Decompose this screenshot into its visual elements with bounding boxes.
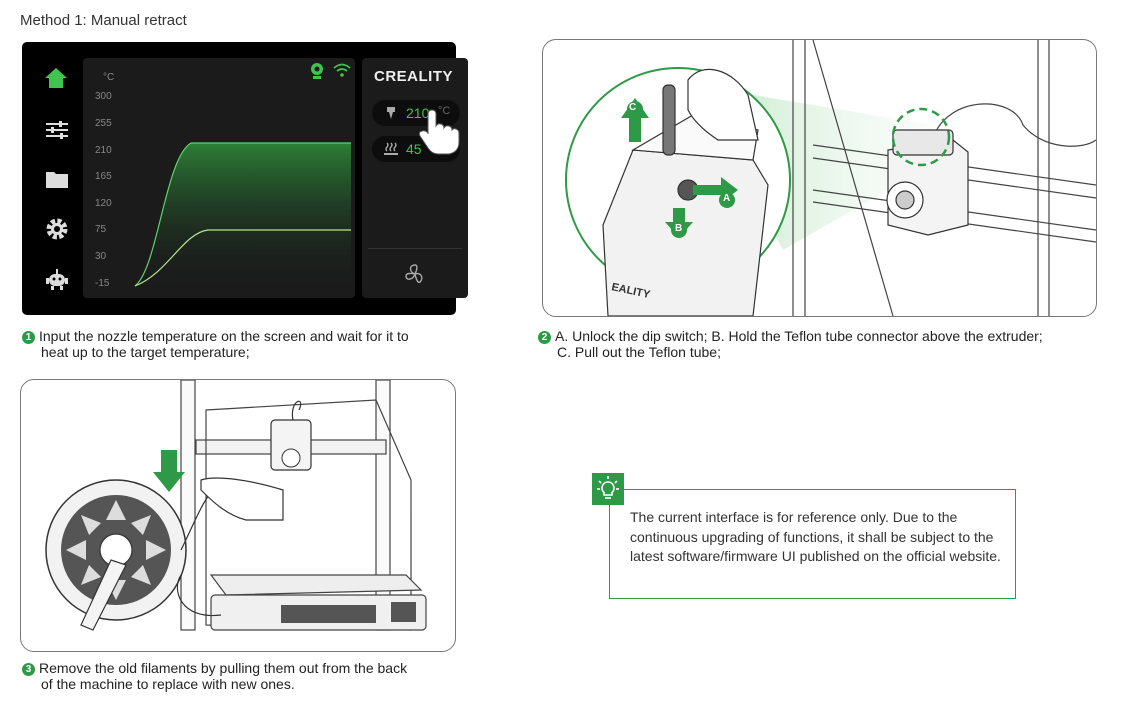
temperature-curves — [134, 142, 351, 293]
printer-illustration — [20, 379, 456, 652]
screen-sidebar — [22, 42, 78, 315]
extruder-illustration: EALITY C A B — [542, 39, 1097, 317]
status-panel: CREALITY 210 °C 45 °C — [362, 58, 468, 298]
step-3-line-1: Remove the old filaments by pulling them… — [39, 660, 408, 676]
page-heading: Method 1: Manual retract — [20, 12, 187, 29]
y-tick: 75 — [95, 224, 107, 235]
bed-temp-value: 45 — [406, 141, 422, 157]
home-icon[interactable] — [44, 66, 68, 90]
gear-icon[interactable] — [46, 218, 68, 240]
step-3-caption: 3 Remove the old filaments by pulling the… — [22, 660, 472, 692]
y-tick: 120 — [95, 198, 112, 209]
panel-divider — [368, 248, 462, 249]
folder-icon[interactable] — [46, 170, 68, 188]
label-b: B — [675, 223, 683, 234]
sliders-icon[interactable] — [46, 120, 68, 140]
step-2-caption: 2 A. Unlock the dip switch; B. Hold the T… — [538, 328, 1123, 360]
fan-icon[interactable] — [404, 263, 426, 285]
nozzle-temp-value: 210 — [406, 105, 430, 121]
step-1-line-1: Input the nozzle temperature on the scre… — [39, 328, 409, 344]
step-2-line-2: C. Pull out the Teflon tube; — [557, 344, 721, 360]
temperature-chart-panel: °C 300 255 210 165 120 75 30 -15 — [83, 58, 355, 298]
step-2-line-1: A. Unlock the dip switch; B. Hold the Te… — [555, 328, 1043, 344]
heated-bed-icon — [384, 142, 398, 155]
reference-note-text: The current interface is for reference o… — [630, 509, 1001, 564]
label-c: C — [629, 102, 637, 113]
y-tick: 300 — [95, 91, 112, 102]
robot-icon[interactable] — [46, 268, 68, 290]
step-1-caption: 1 Input the nozzle temperature on the scr… — [22, 328, 472, 360]
pointing-hand-icon — [418, 109, 460, 155]
reference-note-box: The current interface is for reference o… — [609, 489, 1016, 599]
y-unit: °C — [103, 72, 115, 83]
extruder-drawing: EALITY — [565, 40, 1096, 316]
y-tick: 255 — [95, 118, 112, 129]
y-tick: 210 — [95, 145, 112, 156]
nozzle-temp-field[interactable]: 210 °C — [372, 100, 460, 126]
step-number-badge: 2 — [538, 331, 551, 344]
y-tick: 165 — [95, 171, 112, 182]
brand-logo: CREALITY — [374, 68, 453, 85]
wifi-icon — [333, 63, 351, 77]
step-number-badge: 1 — [22, 331, 35, 344]
camera-icon — [311, 63, 323, 79]
touch-screen-illustration: °C 300 255 210 165 120 75 30 -15 — [22, 42, 468, 315]
nozzle-temp-unit: °C — [438, 105, 451, 117]
nozzle-icon — [387, 107, 395, 119]
printer-drawing — [45, 380, 427, 631]
y-tick: 30 — [95, 251, 107, 262]
step-3-line-2: of the machine to replace with new ones. — [41, 676, 295, 692]
label-a: A — [723, 193, 731, 204]
step-1-line-2: heat up to the target temperature; — [41, 344, 250, 360]
step-number-badge: 3 — [22, 663, 35, 676]
lightbulb-icon — [592, 473, 624, 505]
y-tick: -15 — [95, 278, 110, 289]
